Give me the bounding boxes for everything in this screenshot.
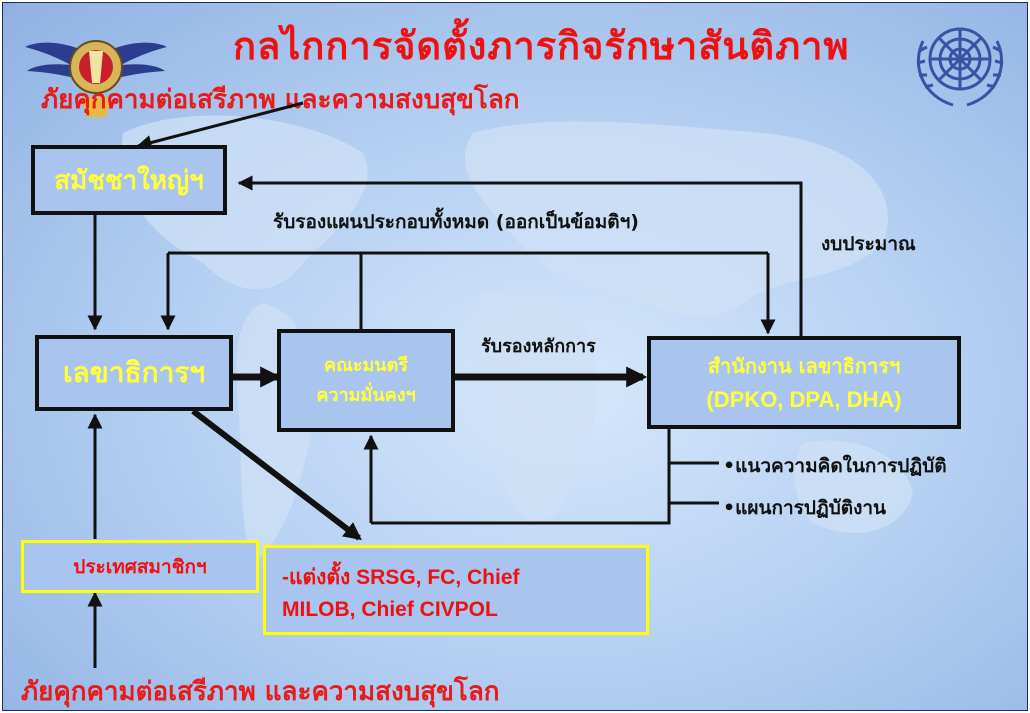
secretary-general-box: เลขาธิการฯ bbox=[35, 335, 233, 411]
threat-bottom-text: ภัยคุกคามต่อเสรีภาพ และความสงบสุขโลก bbox=[21, 677, 500, 707]
connector-lines bbox=[87, 101, 803, 668]
concept-of-operations-label: •แนวความคิดในการปฏิบัติ bbox=[723, 455, 947, 477]
security-council-box: คณะมนตรี ความมั่นคงฯ bbox=[277, 329, 455, 432]
approve-principle-label: รับรองหลักการ bbox=[481, 336, 596, 357]
winged-emblem-icon bbox=[25, 40, 167, 117]
appointment-line1: -แต่งตั้ง SRSG, FC, Chief bbox=[282, 566, 520, 589]
approve-all-label: รับรองแผนประกอบทั้งหมด (ออกเป็นข้อมติฯ) bbox=[273, 211, 639, 233]
secretariat-office-box: สำนักงาน เลขาธิการฯ (DPKO, DPA, DHA) bbox=[647, 336, 961, 429]
secretariat-line2: (DPKO, DPA, DHA) bbox=[706, 386, 902, 412]
general-assembly-box: สมัชชาใหญ่ฯ bbox=[31, 145, 227, 215]
appointment-box: -แต่งตั้ง SRSG, FC, Chief MILOB, Chief C… bbox=[263, 545, 649, 635]
security-council-line2: ความมั่นคงฯ bbox=[316, 384, 416, 406]
appointment-line2: MILOB, Chief CIVPOL bbox=[282, 598, 498, 621]
world-map-background bbox=[121, 115, 913, 563]
operation-plan-label: •แผนการปฏิบัติงาน bbox=[723, 497, 887, 519]
page-title: กลไกการจัดตั้งภารกิจรักษาสันติภาพ bbox=[233, 23, 850, 68]
budget-label: งบประมาณ bbox=[821, 233, 916, 255]
security-council-line1: คณะมนตรี bbox=[324, 354, 408, 376]
secretariat-line1: สำนักงาน เลขาธิการฯ bbox=[707, 353, 901, 378]
un-emblem-icon bbox=[916, 27, 1004, 107]
member-states-box: ประเทศสมาชิกฯ bbox=[21, 540, 259, 593]
